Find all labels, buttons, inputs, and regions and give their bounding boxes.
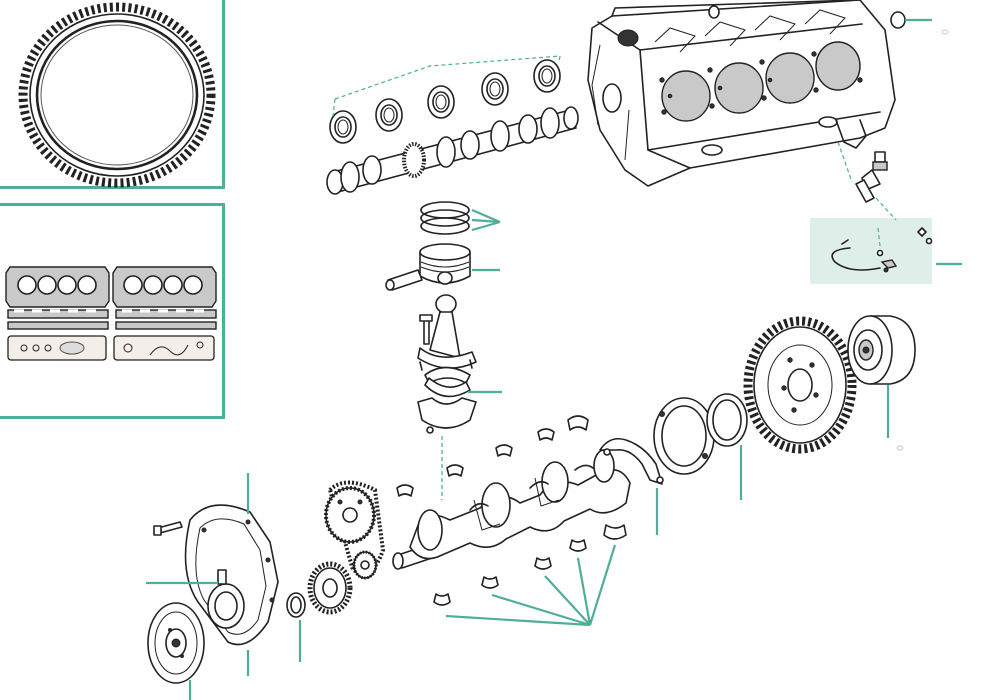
oil-pressure-sender-fitting-icon (837, 141, 897, 221)
flywheel-icon (743, 316, 857, 454)
camshaft-icon (326, 106, 579, 195)
piston-rings-icon (420, 201, 501, 235)
head-gasket-right (112, 266, 217, 308)
engine-gasket-set-icon (5, 266, 217, 361)
camshaft-bearings-icon (329, 55, 561, 144)
rear-main-seal-icon (653, 393, 748, 500)
cylinder-bores (661, 41, 861, 122)
crankshaft-icon (392, 449, 631, 570)
piston-icon (385, 243, 500, 291)
engine-block-icon (587, 0, 896, 187)
crank-seal-icon (286, 592, 306, 662)
oil-kit-highlight-box (810, 218, 932, 284)
freeze-plug-icon (890, 11, 949, 35)
crank-sprocket-icon (307, 561, 353, 615)
timing-cover-bolt (153, 521, 183, 536)
intake-exhaust-gaskets (7, 309, 217, 330)
oil-pan-valve-cover-gaskets (7, 335, 215, 361)
ring-gear-flexplate-icon (18, 2, 216, 188)
timing-chain-sprockets-icon (324, 480, 386, 580)
harmonic-balancer-icon (147, 602, 250, 700)
main-bearings-icon (396, 415, 627, 627)
oil-pump-pickup-kit-icon (831, 227, 962, 273)
rear-main-seal-retainer-icon (599, 437, 664, 535)
head-gasket-left (5, 266, 110, 308)
rod-bearing-icon (417, 366, 502, 500)
torque-converter-icon (847, 315, 916, 451)
timing-cover-icon (146, 473, 279, 646)
connecting-rod-icon (417, 294, 477, 371)
